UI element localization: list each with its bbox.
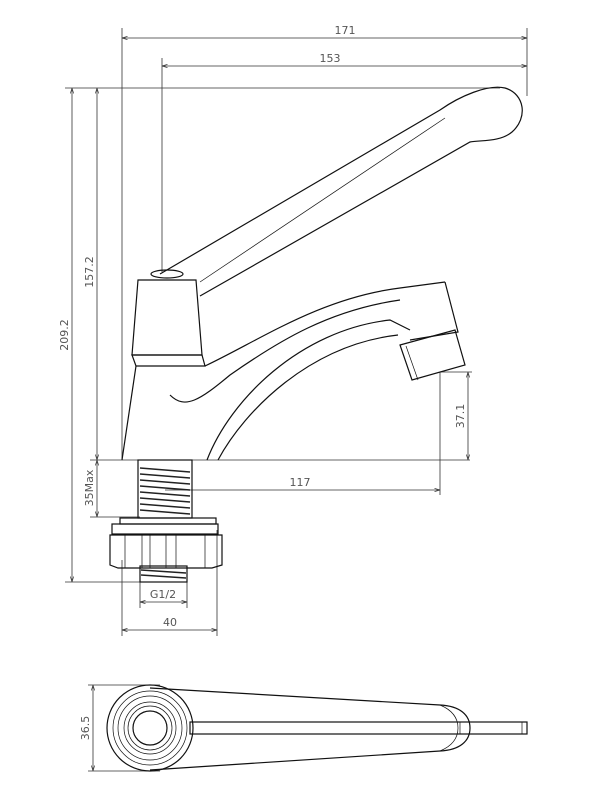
dim-label-37-1: 37.1 — [454, 404, 467, 429]
dim-label-35max: 35Max — [83, 469, 96, 506]
dimension-lines — [65, 28, 528, 772]
dim-label-36-5: 36.5 — [79, 716, 92, 741]
dim-label-117: 117 — [290, 476, 311, 489]
faucet-side-view — [109, 86, 523, 583]
dim-label-171: 171 — [335, 24, 356, 37]
dim-label-153: 153 — [320, 52, 341, 65]
dim-label-40: 40 — [163, 616, 177, 629]
dim-label-g1-2: G1/2 — [150, 588, 176, 601]
faucet-top-view — [106, 684, 528, 772]
dim-label-157-2: 157.2 — [83, 256, 96, 288]
dim-label-209-2: 209.2 — [58, 319, 71, 351]
